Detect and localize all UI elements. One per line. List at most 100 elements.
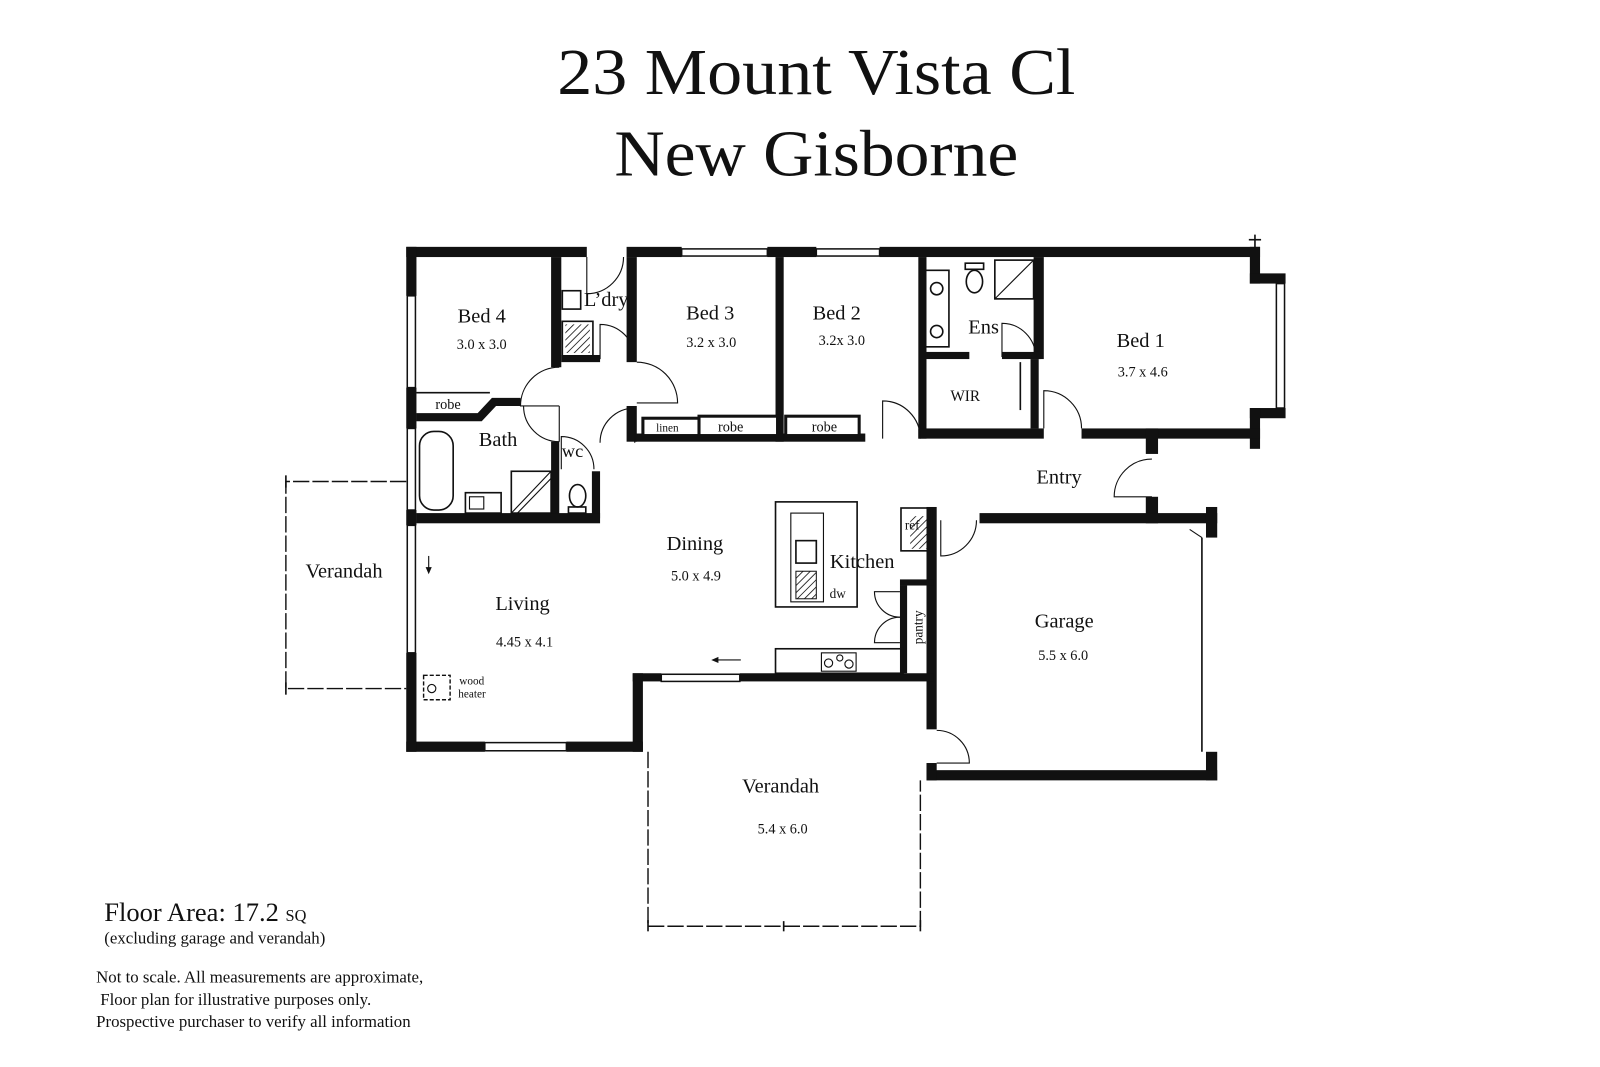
garage-door-mark bbox=[1189, 528, 1203, 539]
label-dishwasher: dw bbox=[830, 586, 847, 601]
label-bath: Bath bbox=[479, 429, 518, 451]
door-swing-bed4 bbox=[519, 366, 560, 407]
label-robe-bed3: robe bbox=[718, 419, 743, 435]
door-swing-laundry bbox=[599, 323, 636, 360]
wc-toilet bbox=[568, 483, 587, 508]
living-wall-step bbox=[632, 673, 643, 752]
cooktop-burner bbox=[823, 658, 834, 668]
label-living: Living bbox=[495, 593, 549, 615]
title-address: 23 Mount Vista Cl bbox=[557, 37, 1075, 109]
label-entry: Entry bbox=[1036, 467, 1082, 489]
disclaimer-line-1: Not to scale. All measurements are appro… bbox=[96, 967, 423, 986]
floor-area-unit: SQ bbox=[285, 906, 306, 925]
ensuite-basin bbox=[929, 324, 944, 339]
wall-wir-east bbox=[1030, 359, 1039, 429]
label-dining: Dining bbox=[667, 533, 724, 555]
ensuite-cistern bbox=[964, 262, 985, 271]
cooktop-burner bbox=[836, 654, 844, 662]
label-wc: wc bbox=[562, 441, 583, 461]
label-bed4: Bed 4 bbox=[458, 305, 506, 327]
sliding-door-living bbox=[406, 524, 417, 654]
wall-wir-north-right bbox=[1001, 351, 1041, 360]
wall-wir-north-left bbox=[926, 351, 970, 360]
wood-heater bbox=[422, 674, 451, 701]
room-labels: Bed 4 3.0 x 3.0 L’dry Bed 3 3.2 x 3.0 Be… bbox=[306, 289, 1168, 837]
exterior-walls bbox=[406, 234, 1286, 781]
label-ensuite: Ens bbox=[968, 317, 999, 339]
dimension-bed1: 3.7 x 4.6 bbox=[1118, 364, 1168, 380]
bath-basin bbox=[468, 496, 485, 510]
door-swing-bed1 bbox=[1043, 390, 1083, 429]
laundry-tub-outline bbox=[561, 320, 594, 357]
wood-heater-flue bbox=[427, 683, 437, 694]
kitchen-bench bbox=[774, 647, 904, 675]
window-bath bbox=[406, 427, 417, 511]
label-pantry: pantry bbox=[910, 610, 925, 644]
dimension-verandah-rear: 5.4 x 6.0 bbox=[758, 821, 808, 837]
label-kitchen: Kitchen bbox=[830, 551, 895, 573]
wc-cistern bbox=[567, 506, 587, 514]
ensuite-vanity bbox=[924, 269, 950, 348]
label-robe-bed2: robe bbox=[812, 419, 837, 435]
windows bbox=[406, 248, 1286, 752]
door-swing-hall bbox=[599, 407, 636, 443]
cooktop-burner bbox=[844, 659, 854, 669]
floor-area-value: Floor Area: 17.2 bbox=[104, 897, 279, 927]
bath-shower-mark bbox=[510, 470, 552, 514]
label-laundry: L’dry bbox=[584, 289, 629, 311]
exterior-wall-bed1-south bbox=[1081, 428, 1261, 439]
dimension-dining: 5.0 x 4.9 bbox=[671, 568, 721, 584]
wall-laundry-east bbox=[626, 257, 637, 363]
title-suburb: New Gisborne bbox=[614, 118, 1018, 190]
wall-bed4-south bbox=[416, 397, 521, 422]
exterior-wall-top-laundry bbox=[626, 246, 682, 258]
garage-wall-north bbox=[979, 513, 1218, 524]
verandahs bbox=[285, 475, 922, 932]
label-wir: WIR bbox=[950, 388, 981, 405]
laundry-appliance bbox=[561, 289, 582, 310]
laundry-tub bbox=[565, 324, 590, 353]
wall-bed3-east bbox=[775, 257, 784, 442]
garage-wall-south bbox=[926, 770, 1218, 781]
bay-wall-bottom bbox=[1249, 408, 1286, 419]
wall-bed2-east bbox=[918, 257, 927, 439]
label-bed3: Bed 3 bbox=[686, 302, 734, 324]
wall-ensuite-east bbox=[1033, 257, 1044, 360]
disclaimer-line-2: Floor plan for illustrative purposes onl… bbox=[100, 990, 371, 1009]
window-bed2 bbox=[815, 248, 881, 257]
window-bed3 bbox=[680, 248, 769, 257]
label-bed2: Bed 2 bbox=[813, 302, 861, 324]
wall-wir-south bbox=[918, 428, 1044, 439]
dishwasher-unit bbox=[795, 570, 817, 600]
fixtures bbox=[418, 259, 1035, 701]
label-verandah-rear: Verandah bbox=[742, 776, 819, 798]
dining-wall-south-right bbox=[739, 673, 934, 682]
label-robe-bed4: robe bbox=[435, 397, 460, 413]
robe-bed2-outline bbox=[784, 414, 861, 438]
wall-bath-south bbox=[416, 513, 601, 524]
exterior-wall-top-bed4 bbox=[406, 246, 587, 258]
wall-bed4-east bbox=[551, 257, 562, 368]
footer-notes: Floor Area: 17.2 SQ (excluding garage an… bbox=[96, 897, 423, 1031]
ensuite-shower-mark bbox=[994, 259, 1034, 300]
window-bed4 bbox=[406, 295, 417, 389]
garage-wall-west bbox=[926, 506, 937, 730]
door-swing-front-entry bbox=[1113, 458, 1152, 498]
door-swing-pantry-upper bbox=[873, 591, 900, 618]
wall-pantry-west bbox=[899, 585, 908, 674]
window-living-south bbox=[484, 741, 568, 752]
wall-hall-north bbox=[634, 433, 866, 442]
ensuite-basin bbox=[929, 281, 944, 296]
door-swing-garage-internal bbox=[940, 520, 978, 557]
label-linen: linen bbox=[656, 422, 679, 434]
exterior-wall-entry-upper bbox=[1145, 428, 1159, 454]
label-verandah-side: Verandah bbox=[306, 560, 383, 582]
cooktop bbox=[820, 652, 857, 672]
label-wood-heater-2: heater bbox=[458, 689, 486, 701]
door-swing-pantry-lower bbox=[873, 616, 900, 644]
verandah-side-outline bbox=[285, 480, 407, 690]
garage-wall-west-stub bbox=[926, 763, 937, 781]
window-bed1-bay bbox=[1275, 282, 1286, 409]
west-wall-3 bbox=[406, 510, 417, 526]
